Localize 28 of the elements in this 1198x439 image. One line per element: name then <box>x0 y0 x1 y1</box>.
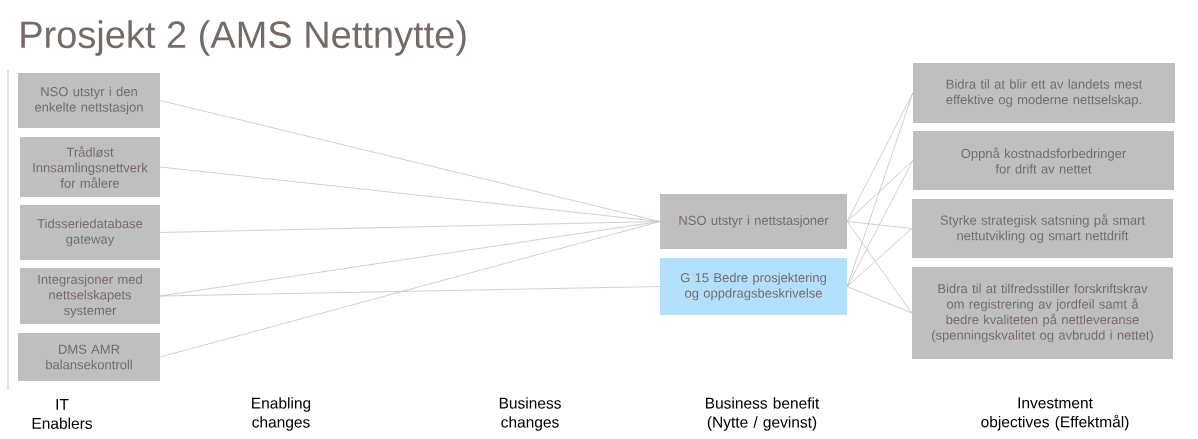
objective-box: Styrke strategisk satsning på smart nettutvikling og smart nettdrift <box>912 199 1173 258</box>
column-heading: Business changes <box>499 397 561 431</box>
benefit-box: NSO utstyr i nettstasjoner <box>660 194 847 249</box>
enabler-box: Integrasjoner med nettselskapets systemer <box>20 268 160 324</box>
connector-line <box>846 221 913 229</box>
column-heading: Enabling changes <box>252 397 311 431</box>
column-heading: IT Enablers <box>32 399 92 429</box>
column-heading: Investment objectives (Effektmål) <box>981 397 1129 431</box>
connector-line <box>846 160 914 287</box>
connector-line <box>159 221 661 358</box>
enabler-box: Tidsseriedatabase gateway <box>20 205 160 260</box>
connector-line <box>846 228 913 287</box>
connector-line <box>159 286 661 297</box>
connector-line <box>846 286 913 314</box>
connector-line <box>846 160 914 222</box>
objective-box: Oppnå kostnadsforbedringer for drift av nettet <box>913 131 1174 190</box>
objective-box: Bidra til at blir ett av landets mest effektive og moderne nettselskap. <box>913 63 1175 123</box>
objective-box: Bidra til at tilfredsstiller forskriftskrav om registrering av jordfeil samt å bedre kvaliteten på nettleveranse (spenningskvalitet og avbrudd i nettet) <box>912 267 1173 359</box>
enabler-box: DMS AMR balansekontroll <box>18 333 160 381</box>
connector-line <box>846 92 914 222</box>
connector-line <box>846 221 913 314</box>
title: Prosjekt 2 (AMS Nettnytte) <box>21 20 466 56</box>
connector-line <box>846 92 914 287</box>
column-heading: Business benefit (Nytte / gevinst) <box>706 397 820 431</box>
connector-line <box>159 100 661 222</box>
benefit-box: G 15 Bedre prosjektering og oppdragsbeskrivelse <box>660 258 847 315</box>
enabler-box: Trådløst Innsamlingsnettverk for målere <box>20 137 160 197</box>
enabler-box: NSO utstyr i den enkelte nettstasjon <box>18 73 160 128</box>
